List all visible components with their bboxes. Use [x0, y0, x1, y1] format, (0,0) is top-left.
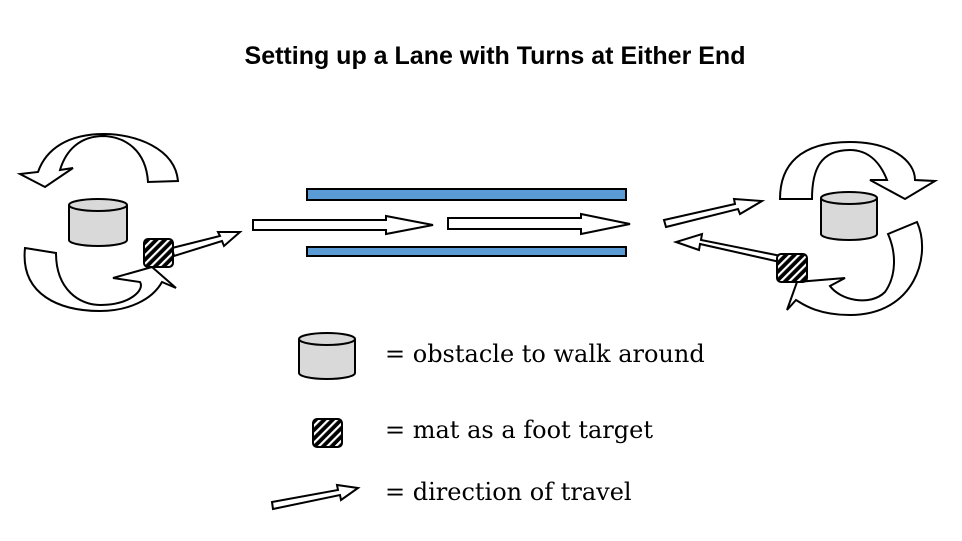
left-turn-area [16, 132, 243, 313]
left-exit-arrow [170, 231, 243, 258]
right-turn-area [662, 140, 939, 317]
right-bottom-curved-arrow [786, 220, 924, 317]
obstacle-icon [298, 332, 356, 380]
right-entry-arrow [662, 197, 766, 229]
legend-label-mat: = mat as a foot target [385, 416, 653, 444]
right-obstacle [820, 191, 878, 241]
diagram-title: Setting up a Lane with Turns at Either E… [244, 42, 746, 70]
mat-icon [312, 418, 343, 448]
legend-label-direction: = direction of travel [385, 478, 632, 506]
right-mat [776, 253, 808, 283]
left-top-curved-arrow [16, 132, 180, 189]
left-obstacle [68, 198, 128, 247]
left-bottom-curved-arrow [23, 246, 177, 313]
lane-wall-bottom [306, 246, 627, 257]
lane-wall-top [306, 188, 627, 201]
lane-arrow-2 [447, 212, 631, 236]
legend-label-obstacle: = obstacle to walk around [385, 340, 705, 368]
right-return-arrow [672, 232, 783, 264]
lane-arrow-1 [252, 214, 434, 236]
right-top-curved-arrow [778, 140, 939, 201]
arrow-icon [270, 483, 361, 511]
left-mat [143, 238, 174, 268]
